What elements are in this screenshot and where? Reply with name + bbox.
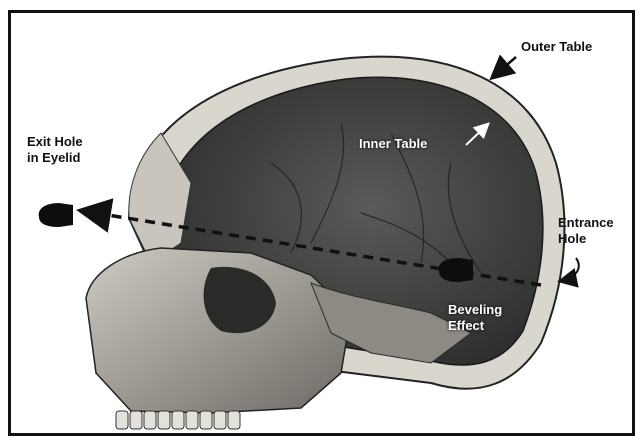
label-outer-table: Outer Table — [521, 39, 592, 55]
label-entrance-hole: Entrance Hole — [558, 215, 614, 247]
label-inner-table: Inner Table — [359, 136, 427, 152]
teeth — [116, 411, 240, 429]
bullet-in-skull — [439, 258, 473, 282]
skull-cross-section-illustration — [11, 13, 632, 433]
figure-frame: Outer Table Inner Table Exit Hole in Eye… — [8, 10, 635, 436]
outer-table-arrow — [493, 57, 516, 77]
label-beveling-effect: Beveling Effect — [448, 302, 502, 334]
label-exit-hole: Exit Hole in Eyelid — [27, 134, 83, 166]
bullet-exit — [39, 203, 73, 227]
entrance-arrow — [561, 258, 579, 281]
